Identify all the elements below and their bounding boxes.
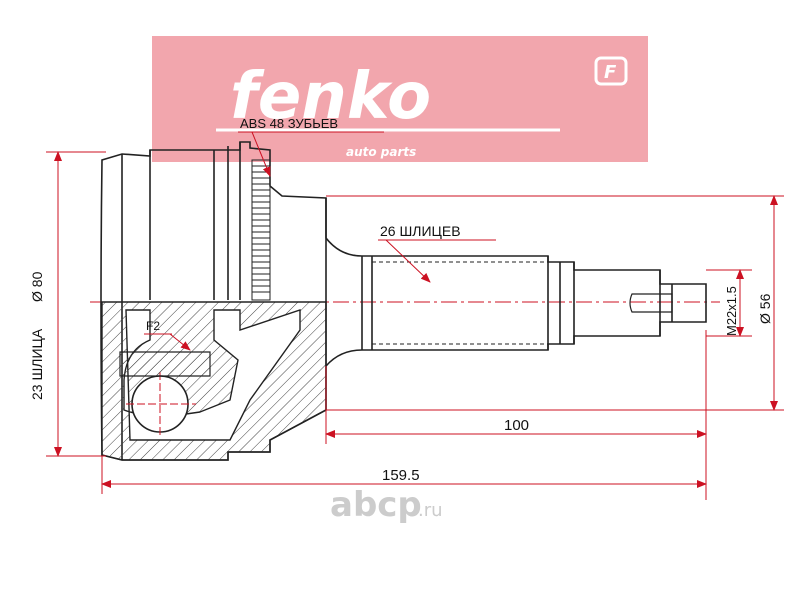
abs-ring [251,159,271,301]
watermark: abcp .ru [330,485,443,525]
hatched-section [101,301,327,461]
shaft-splines-callout: 26 ШЛИЦЕВ [380,223,461,239]
stub-shaft [325,198,707,367]
f2-callout: F2 [146,319,160,333]
watermark-suffix: .ru [418,500,443,521]
left-splines-label: 23 ШЛИЦА [29,328,45,400]
brand-name: fenko [230,60,431,134]
abs-callout: ABS 48 ЗУБЬЕВ [240,116,338,131]
brand-tagline: auto parts [346,145,416,159]
left-diameter-label: Ø 80 [29,271,45,302]
total-length-label: 159.5 [382,467,420,484]
shaft-length-label: 100 [504,417,529,434]
thread-label: M22x1.5 [724,286,739,336]
brand-badge: F [604,62,617,83]
brand-logo: fenko F auto parts [152,36,648,162]
callouts [144,131,496,351]
brand-badge-frame [594,56,628,86]
logo-background [152,36,648,162]
right-diameter-label: Ø 56 [757,293,773,324]
watermark-text: abcp [330,485,422,525]
dimension-lines [46,151,784,500]
